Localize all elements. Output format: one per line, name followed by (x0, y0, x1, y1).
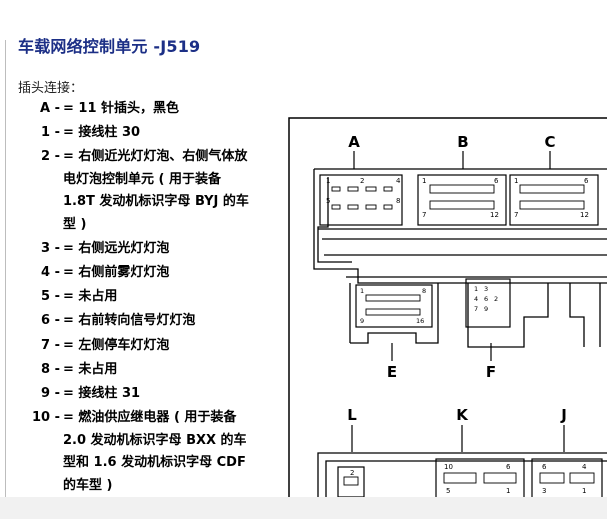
diagram-frame (288, 117, 607, 497)
pin-desc: = 左侧停车灯灯泡 (63, 338, 170, 353)
pin-desc: = 右侧近光灯灯泡、右侧气体放 电灯泡控制单元 ( 用于装备 1.8T 发动机标… (63, 149, 249, 232)
connector-f: 1 3 4 6 7 9 2 (465, 278, 511, 328)
connector-b: 1 6 7 12 (417, 174, 507, 226)
pin-desc: = 未占用 (63, 289, 118, 304)
pin-number: 6 (484, 295, 488, 303)
pin-number: 6 (542, 463, 547, 471)
pin-desc: = 右侧前雾灯灯泡 (63, 265, 170, 280)
pin-number: 1 (514, 177, 518, 185)
pin-number: 12 (580, 211, 589, 219)
pin-number: 10 (444, 463, 453, 471)
connector-diagram: A B C E F L K J (288, 117, 607, 497)
page-title: 车载网络控制单元 -J519 (18, 37, 201, 56)
pin-number: 7 (474, 305, 478, 313)
pin-number: 5 (326, 197, 330, 205)
connector-c: 1 6 7 12 (509, 174, 599, 226)
pin-number: 16 (416, 317, 424, 325)
pin-code: 9 - (41, 386, 60, 401)
pin-number: 6 (494, 177, 499, 185)
pin-number: 2 (494, 295, 498, 303)
pin-number: 5 (446, 487, 450, 495)
connector-l: 2 (337, 466, 365, 497)
connector-label-j: J (560, 406, 567, 424)
connector-a: 1 2 4 5 8 (319, 174, 403, 226)
pin-code: 7 - (41, 338, 60, 353)
pin-desc: = 右前转向信号灯灯泡 (63, 313, 196, 328)
connector-label-k: K (456, 406, 469, 424)
pin-code: 2 - (41, 149, 60, 164)
page-margin-rule (5, 40, 6, 497)
section-label: 插头连接： (18, 81, 84, 96)
pin-number: 6 (506, 463, 511, 471)
connector-label-f: F (486, 363, 496, 381)
pin-number: 7 (514, 211, 518, 219)
pin-number: 6 (584, 177, 589, 185)
pin-desc: = 右侧远光灯灯泡 (63, 241, 170, 256)
pin-code: A - (40, 101, 60, 116)
pin-number: 4 (474, 295, 478, 303)
pin-number: 1 (422, 177, 426, 185)
leader-lines (351, 151, 565, 452)
connector-label-e: E (387, 363, 397, 381)
pin-desc: = 接线柱 30 (63, 125, 141, 140)
pin-number: 1 (474, 285, 478, 293)
pin-code: 6 - (41, 313, 60, 328)
lower-housing (317, 452, 607, 497)
pin-number: 9 (360, 317, 364, 325)
connector-label-a: A (348, 133, 360, 151)
pin-number: 3 (542, 487, 546, 495)
pin-desc: = 接线柱 31 (63, 386, 141, 401)
pin-number: 8 (422, 287, 426, 295)
pin-number: 1 (326, 177, 330, 185)
pin-number: 4 (396, 177, 401, 185)
pin-desc: = 11 针插头，黑色 (63, 101, 180, 116)
connector-j: 6 4 3 1 (531, 458, 603, 497)
pin-code: 1 - (41, 125, 60, 140)
pin-number: 2 (350, 469, 354, 477)
pin-number: 1 (582, 487, 586, 495)
pin-number: 1 (506, 487, 510, 495)
connector-k: 10 6 5 1 (435, 458, 525, 497)
pin-number: 1 (360, 287, 364, 295)
upper-housing (313, 168, 607, 348)
connector-label-b: B (457, 133, 468, 151)
pin-code: 10 - (31, 410, 60, 425)
bottom-bar (0, 497, 607, 519)
pin-desc: = 未占用 (63, 362, 118, 377)
pin-code: 8 - (41, 362, 60, 377)
pin-number: 3 (484, 285, 488, 293)
pin-number: 4 (582, 463, 587, 471)
pin-number: 12 (490, 211, 499, 219)
pin-code: 4 - (41, 265, 60, 280)
pin-number: 8 (396, 197, 400, 205)
pin-desc: = 燃油供应继电器 ( 用于装备 2.0 发动机标识字母 BXX 的车 型和 1… (63, 410, 247, 493)
pin-code: 3 - (41, 241, 60, 256)
pin-number: 9 (484, 305, 488, 313)
connector-e: 1 8 9 16 (355, 284, 433, 328)
pin-code: 5 - (41, 289, 60, 304)
connector-label-c: C (544, 133, 555, 151)
pin-number: 2 (360, 177, 364, 185)
connector-label-l: L (347, 406, 357, 424)
pin-number: 7 (422, 211, 426, 219)
